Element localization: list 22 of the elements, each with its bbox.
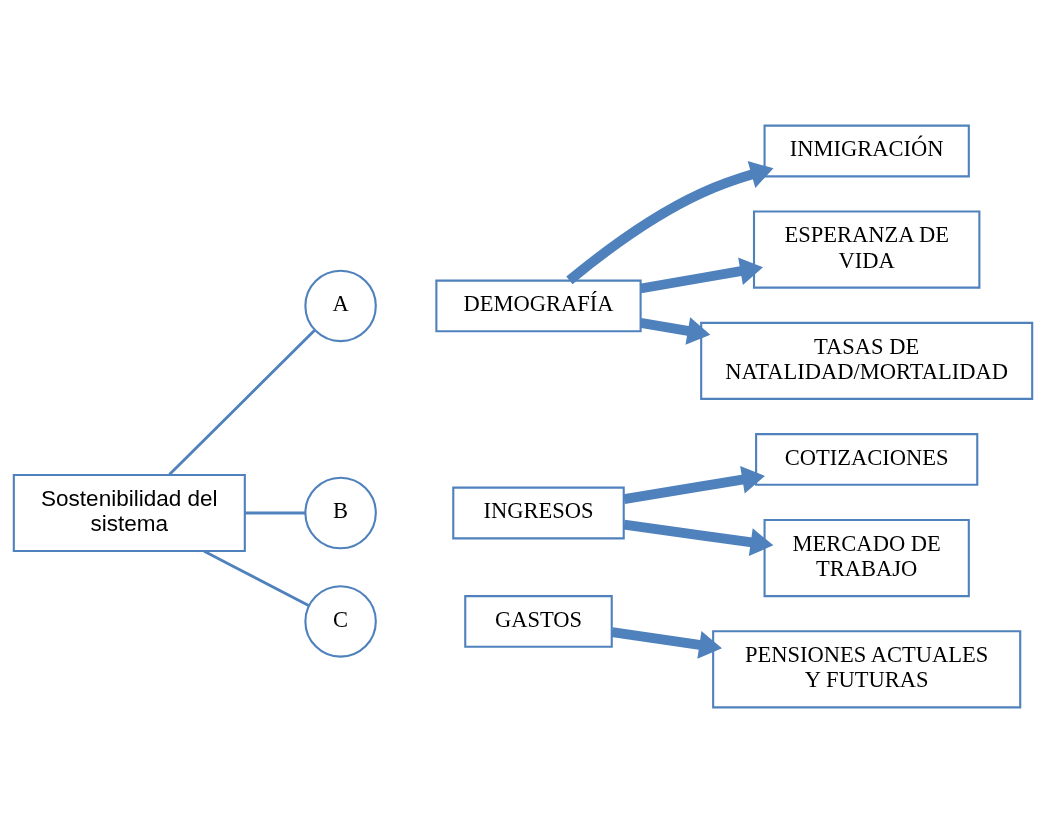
node-box: MERCADO DE TRABAJO — [763, 518, 970, 597]
arrow — [623, 519, 774, 556]
node-circle: C — [304, 584, 377, 658]
arrow — [639, 256, 763, 293]
arrow — [639, 316, 711, 345]
arrow — [611, 626, 722, 659]
node-box: Sostenibilidad del sistema — [12, 473, 246, 552]
node-box: INGRESOS — [452, 486, 625, 539]
node-box: COTIZACIONES — [755, 432, 979, 486]
connector — [203, 549, 310, 607]
connector — [245, 511, 306, 514]
node-circle: B — [304, 476, 377, 549]
node-box: PENSIONES ACTUALES Y FUTURAS — [712, 629, 1022, 708]
connector — [168, 329, 316, 475]
arrow — [623, 465, 765, 504]
node-box: TASAS DE NATALIDAD/MORTALIDAD — [700, 321, 1034, 400]
arrow — [566, 160, 774, 284]
node-box: DEMOGRAFÍA — [435, 279, 642, 332]
node-box: ESPERANZA DE VIDA — [752, 210, 981, 289]
node-box: GASTOS — [464, 594, 613, 648]
node-box: INMIGRACIÓN — [763, 124, 970, 177]
node-circle: A — [304, 269, 377, 342]
